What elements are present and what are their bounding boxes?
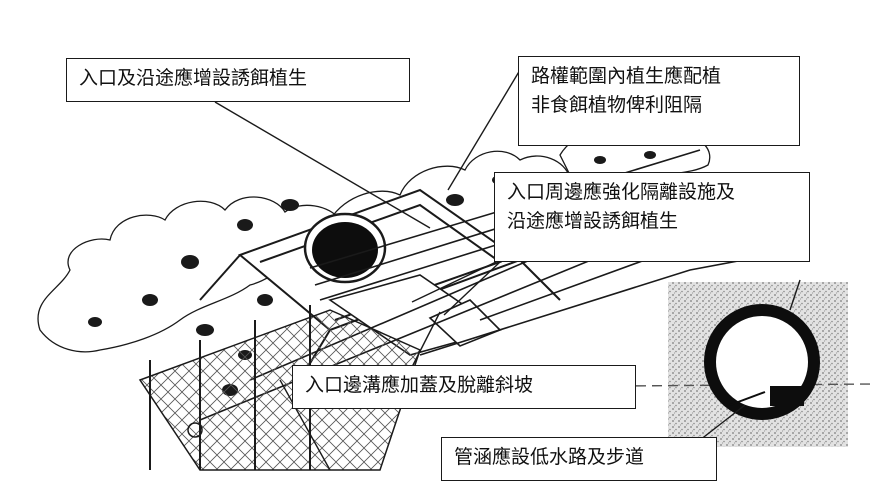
leader-isolation-2 — [443, 261, 501, 316]
callout-ditch-cover: 入口邊溝應加蓋及脫離斜坡 — [292, 365, 636, 409]
callout-isolation-line-2: 沿途應增設誘餌植生 — [507, 210, 679, 232]
callout-entrance-bait: 入口及沿途應增設誘餌植生 — [66, 58, 410, 102]
callout-culvert-walkway: 管涵應設低水路及步道 — [441, 437, 717, 481]
callout-isolation: 入口周邊應強化隔離設施及 沿途應增設誘餌植生 — [494, 172, 810, 262]
leader-entrance-bait — [214, 101, 431, 229]
callout-ditch-cover-line-1: 入口邊溝應加蓋及脫離斜坡 — [305, 374, 534, 396]
culvert-opening — [303, 212, 387, 284]
leader-isolation — [411, 261, 497, 303]
leader-ditch-cover — [411, 311, 441, 368]
callout-isolation-line-1: 入口周邊應強化隔離設施及 — [507, 181, 736, 203]
leader-right-of-way — [447, 69, 521, 191]
callout-culvert-walkway-line-1: 管涵應設低水路及步道 — [454, 446, 645, 468]
culvert-section-inset — [619, 279, 872, 447]
callout-right-of-way-line-2: 非食餌植物俾利阻隔 — [531, 94, 703, 116]
callout-right-of-way-line-1: 路權範圍內植生應配植 — [531, 65, 722, 87]
callout-right-of-way: 路權範圍內植生應配植 非食餌植物俾利阻隔 — [518, 56, 800, 146]
leader-lines — [214, 69, 521, 368]
fence — [138, 305, 421, 471]
callout-entrance-bait-line-1: 入口及沿途應增設誘餌植生 — [79, 67, 308, 89]
